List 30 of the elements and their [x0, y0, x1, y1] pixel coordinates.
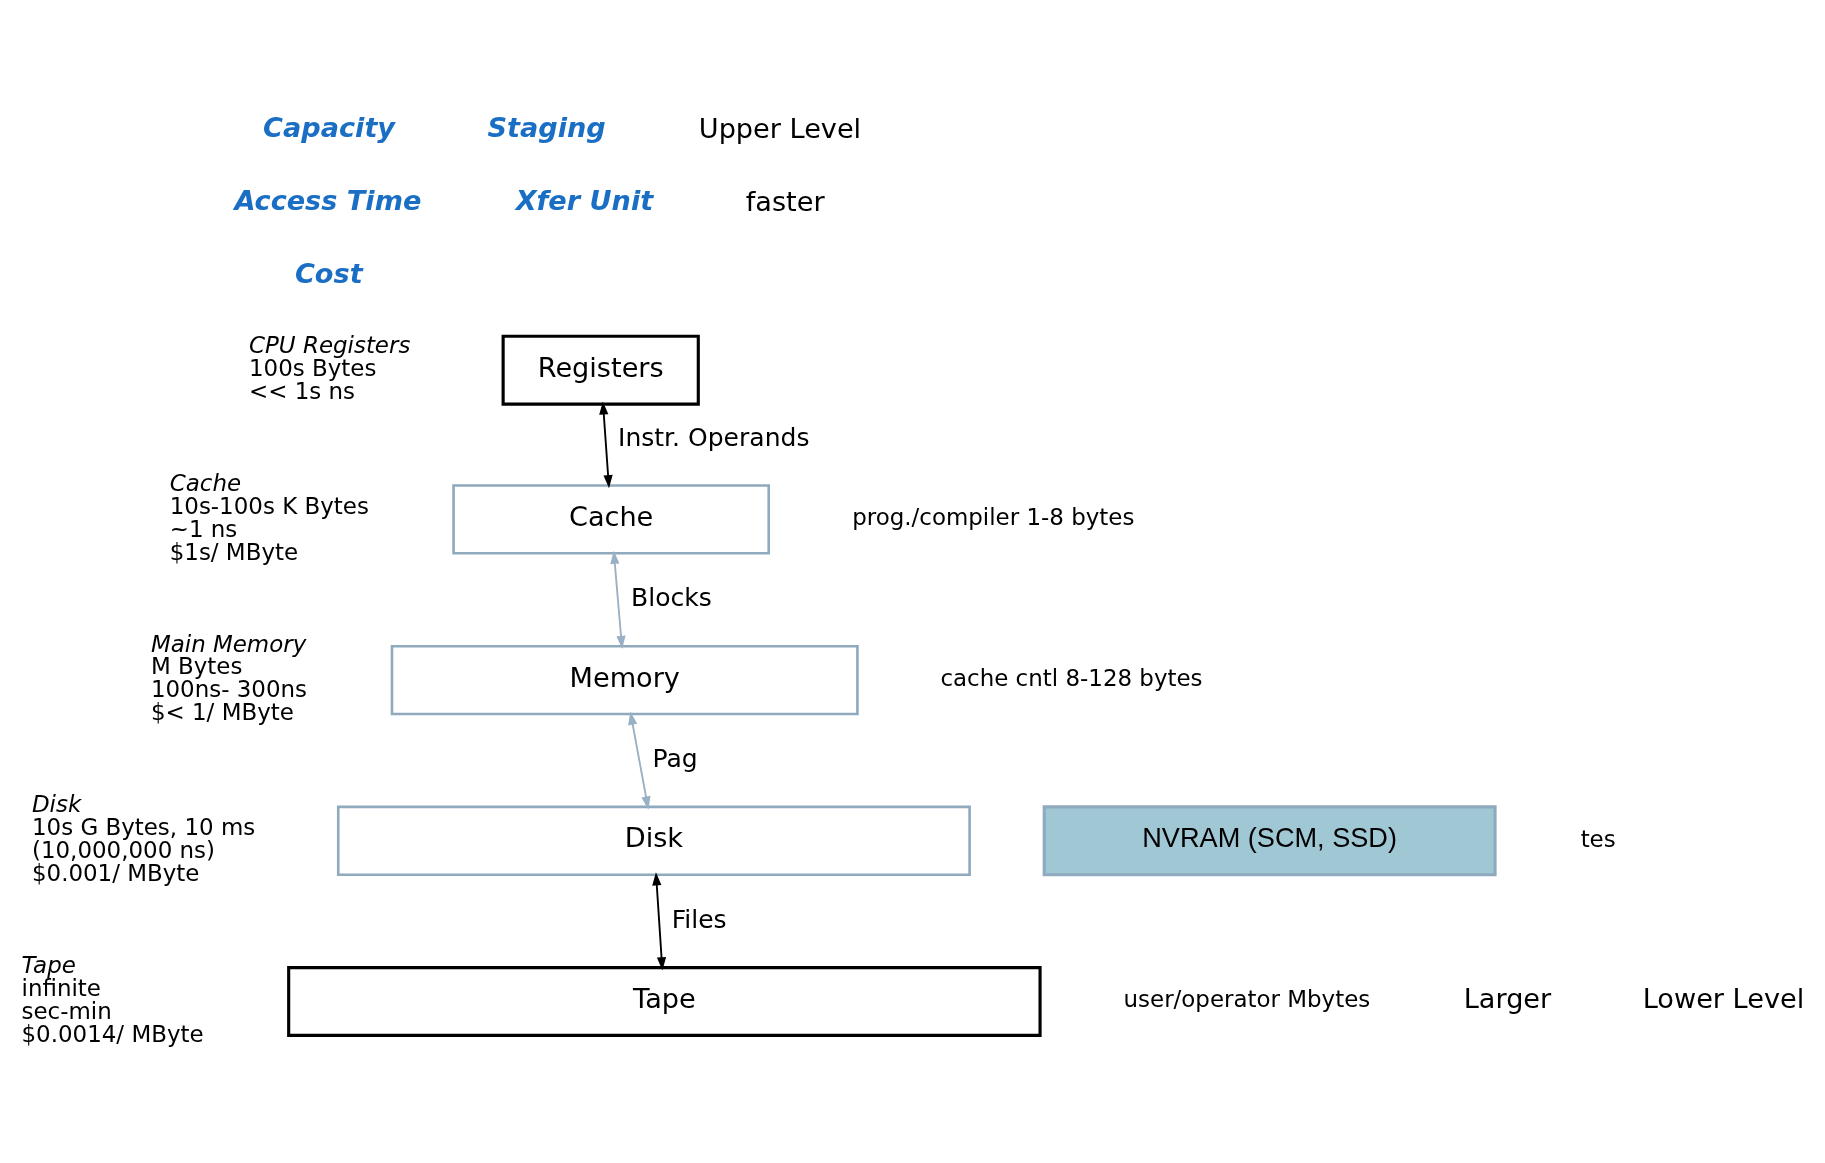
node-label: $< 1/ MByte — [150, 698, 294, 725]
label: cache cntl 8-128 bytes — [939, 664, 1203, 691]
node-label: CPU Registers — [248, 331, 410, 358]
label: Larger — [1463, 982, 1551, 1014]
label: Capacity — [262, 111, 395, 143]
node-box: Disk — [336, 805, 971, 876]
node-box: Registers — [501, 334, 700, 406]
node-box: Cache — [451, 483, 770, 555]
node-box: Memory — [390, 644, 859, 715]
edge-label: Files — [671, 904, 727, 934]
edge-label: Pag — [652, 743, 698, 773]
label: user/operator Mbytes — [1123, 985, 1370, 1012]
node-box: Tape — [286, 965, 1042, 1037]
label: tes — [1580, 825, 1616, 852]
label: Lower Level — [1642, 982, 1804, 1014]
label: Access Time — [233, 184, 421, 216]
label: faster — [745, 185, 825, 217]
edge-label: Instr. Operands — [617, 422, 809, 451]
arrow — [598, 400, 613, 488]
node-label: Tape — [21, 951, 76, 978]
node-box: NVRAM (SCM, SSD) — [1042, 804, 1497, 876]
label: Xfer Unit — [515, 184, 653, 216]
arrow — [627, 711, 651, 810]
label: Staging — [486, 111, 606, 143]
label: Upper Level — [698, 112, 861, 144]
label: prog./compiler 1-8 bytes — [851, 503, 1134, 530]
arrow — [609, 550, 626, 649]
edge-label: Blocks — [630, 582, 712, 612]
arrow — [651, 871, 666, 970]
label: Cost — [294, 257, 363, 289]
